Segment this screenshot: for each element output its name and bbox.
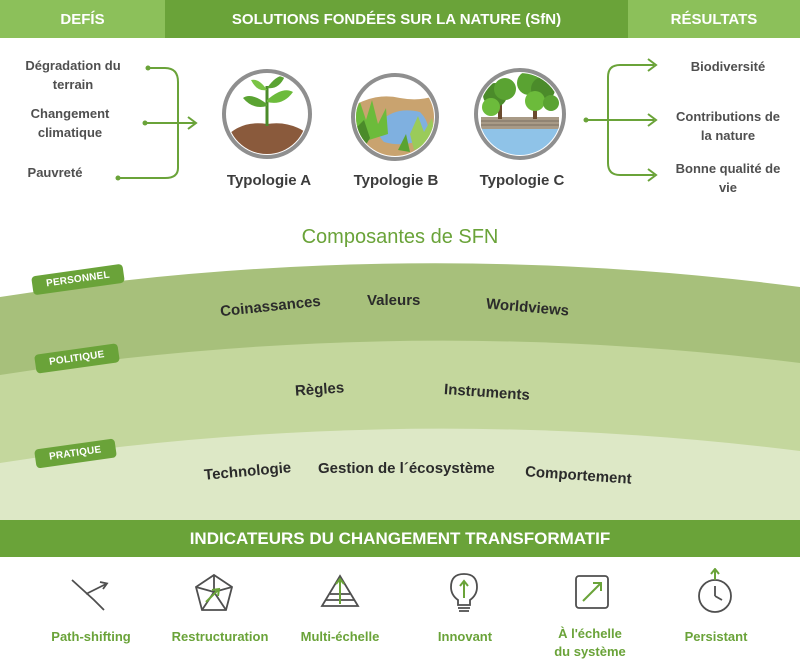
typology-a-label: Typologie A (226, 172, 312, 189)
word-regles: Règles (294, 379, 345, 400)
typology-a-illustration (222, 69, 312, 159)
system-scale-icon (575, 575, 609, 609)
challenge-poverty: Pauvreté (27, 165, 83, 180)
typology-b-label: Typologie B (353, 172, 439, 189)
indicator-multi-echelle: Multi-échelle (300, 629, 380, 644)
multi-scale-icon (320, 574, 360, 607)
word-valeurs: Valeurs (367, 292, 421, 309)
header-solutions: SOLUTIONS FONDÉES SUR LA NATURE (SfN) (165, 0, 628, 38)
results-bracket (583, 58, 658, 182)
result-biodiversity: Biodiversité (690, 59, 766, 74)
word-gestion-ecosysteme: Gestion de l´écosystème (318, 460, 495, 477)
challenges-bracket (115, 65, 198, 181)
lightbulb-icon (450, 573, 478, 612)
restructuration-icon (194, 573, 234, 611)
path-shifting-icon (71, 579, 109, 611)
header-defis: DEFÍS (0, 0, 165, 38)
indicator-restructuration: Restructuration (171, 629, 269, 644)
header-resultats: RÉSULTATS (628, 0, 800, 38)
typology-c-label: Typologie C (479, 172, 565, 189)
indicator-persistant: Persistant (684, 629, 748, 644)
indicator-path-shifting: Path-shifting (51, 629, 131, 644)
components-title: Composantes de SFN (301, 226, 499, 248)
typology-b-illustration (351, 73, 439, 161)
indicator-innovant: Innovant (437, 629, 493, 644)
stopwatch-icon (698, 568, 732, 613)
typology-c-illustration (474, 68, 566, 160)
indicators-title: INDICATEURS DU CHANGEMENT TRANSFORMATIF (0, 520, 800, 557)
component-bands (0, 263, 800, 520)
